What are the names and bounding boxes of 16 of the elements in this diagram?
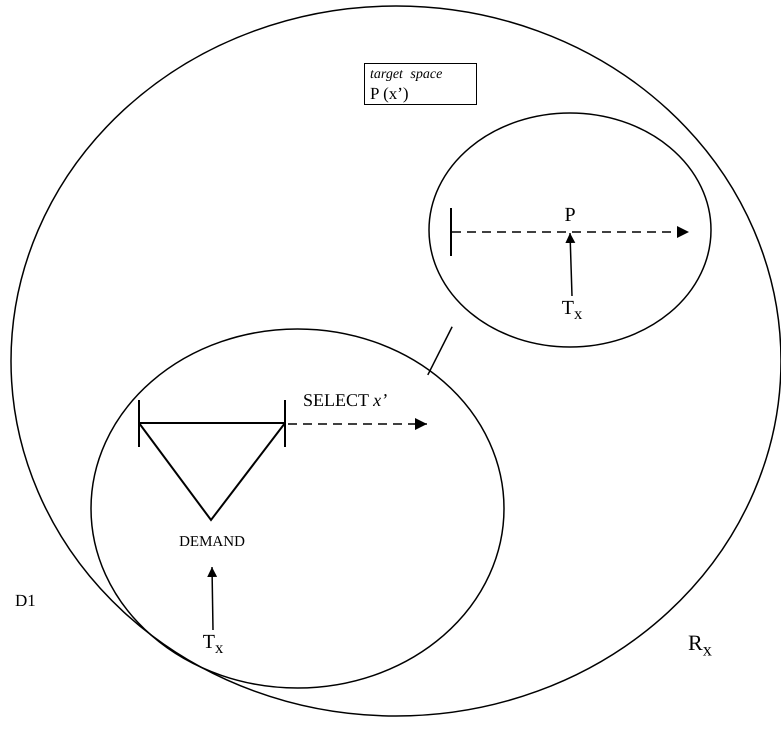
point-label: P <box>563 205 577 225</box>
bar-mark <box>450 208 452 256</box>
text-box <box>364 63 477 105</box>
box-text: P (x’) <box>370 85 409 102</box>
node-label: DEMAND <box>178 535 246 550</box>
arrow <box>452 226 689 238</box>
region-label: D1 <box>15 592 36 609</box>
connector-line <box>427 326 453 376</box>
arrow <box>288 418 427 430</box>
arrow <box>565 232 576 296</box>
region-label: R$_{x}$ <box>688 632 712 659</box>
variable-label: T$_{x}$ <box>202 632 224 657</box>
variable-label: T$_{x}$ <box>560 298 584 323</box>
box-heading: target space <box>370 68 442 82</box>
edge-label: SELECT x’ <box>303 391 388 410</box>
arrow <box>207 566 218 630</box>
